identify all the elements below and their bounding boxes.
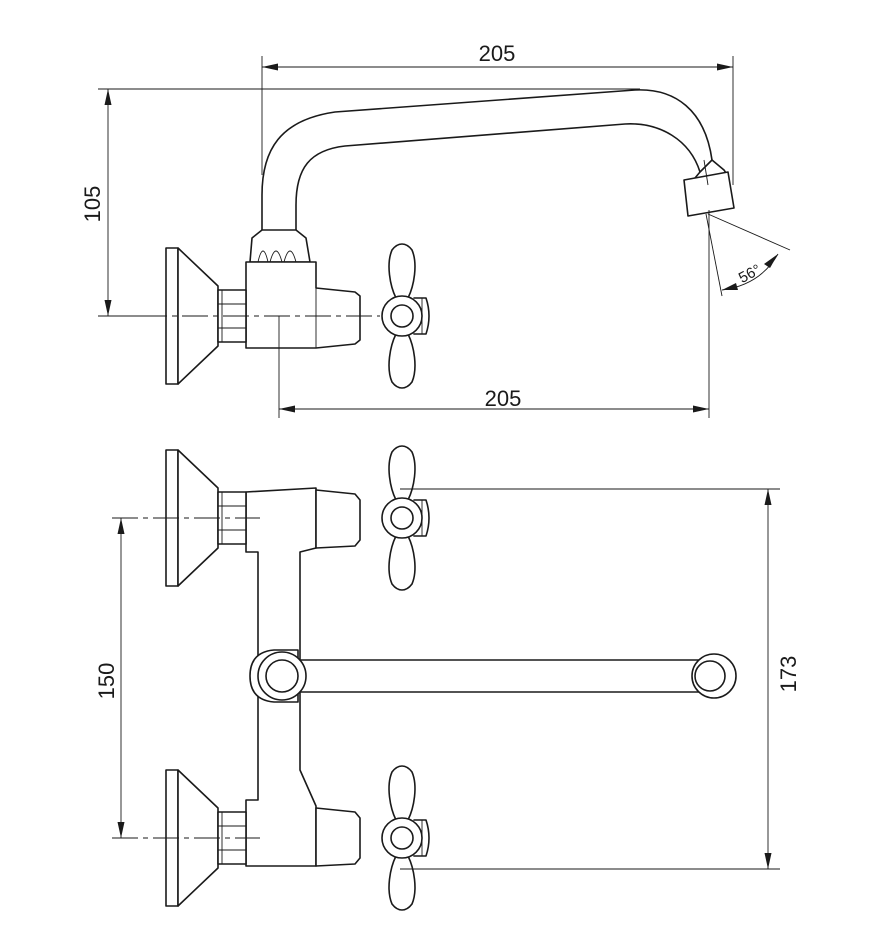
swivel-nut	[249, 229, 311, 263]
dimension-top-width: 205	[261, 41, 734, 185]
dim-label-spout-angle: 56°	[736, 261, 764, 287]
dim-label-top-width: 205	[479, 41, 516, 66]
dim-label-side-projection: 205	[485, 386, 522, 411]
spout-side	[261, 89, 735, 231]
dim-label-overall-height: 173	[776, 656, 801, 693]
bottom-view: 150 173	[94, 445, 801, 911]
dimension-top-height: 105	[80, 88, 640, 317]
dimension-overall-height: 173	[400, 488, 801, 870]
dimension-inlet-spacing: 150	[94, 518, 125, 838]
dimension-side-projection: 205	[278, 210, 710, 418]
dim-label-inlet-spacing: 150	[94, 663, 119, 700]
aerator	[683, 171, 735, 217]
dimension-spout-angle: 56°	[705, 213, 791, 297]
dim-label-top-height: 105	[80, 186, 105, 223]
valve-body-side	[245, 261, 361, 349]
top-view: 205 105 205 56°	[80, 41, 791, 418]
cross-handle-lower	[381, 765, 430, 911]
cross-handle-top	[381, 243, 430, 389]
cross-handle-upper	[381, 445, 430, 591]
spout-plan	[249, 649, 737, 703]
